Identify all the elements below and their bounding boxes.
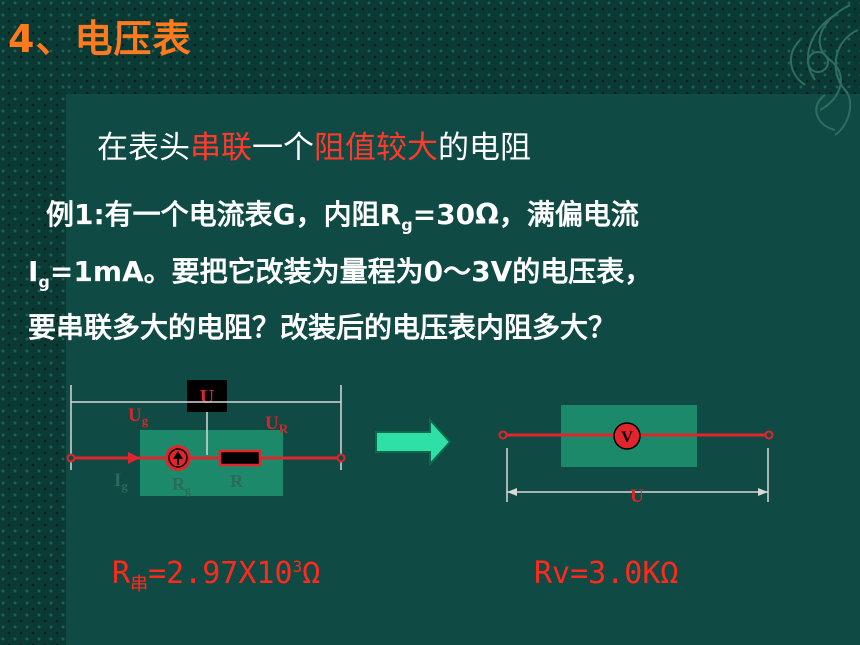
r-label: R [230, 471, 244, 491]
original-circuit: U Ug UR Ig Rg R [66, 380, 346, 497]
circuit-diagram: U Ug UR Ig Rg R V U [66, 380, 774, 507]
subtitle-part: 的电阻 [438, 130, 531, 166]
example-line-3: 要串联多大的电阻？改装后的电压表内阻多大？ [28, 311, 617, 345]
example-subscript: g [401, 215, 413, 235]
subtitle-part: 在表头 [97, 130, 190, 166]
left-pattern-strip [0, 0, 66, 645]
example-text: =1mA。要把它改装为量程为0～3V的电压表， [49, 254, 653, 288]
ur-label: UR [265, 413, 289, 436]
series-resistance-result: R串=2.97X103Ω [112, 556, 320, 596]
rg-label: Rg [172, 474, 191, 497]
voltmeter-icon [613, 422, 641, 450]
subtitle-highlight-series: 串联 [190, 130, 252, 166]
example-text: 例1:有一个电流表G，内阻R [46, 198, 402, 231]
result-subscript: 串 [130, 574, 149, 595]
right-terminal [336, 453, 346, 463]
resistor-r [218, 449, 262, 467]
ug-label: Ug [128, 405, 149, 428]
u-total-label: U [630, 486, 644, 507]
page-title: 4、电压表 [8, 17, 192, 61]
current-arrow-icon [128, 452, 140, 464]
example-text: =30Ω，满偏电流 [412, 198, 639, 231]
example-subscript: g [38, 272, 50, 292]
example-text: I [28, 254, 39, 288]
voltmeter-right-terminal [764, 430, 774, 440]
voltmeter-circuit: V U [498, 405, 774, 507]
left-terminal [66, 453, 76, 463]
result-symbol: R [112, 556, 131, 591]
subtitle-line: 在表头串联一个阻值较大的电阻 [97, 122, 531, 167]
v-label: V [621, 429, 633, 446]
result-unit: Ω [302, 556, 321, 591]
result-exponent: 3 [292, 557, 303, 576]
u-label-box [187, 380, 227, 412]
voltmeter-resistance-result: Rv=3.0KΩ [534, 556, 679, 591]
galvanometer-needle-icon [173, 451, 183, 459]
transform-arrow-icon [375, 417, 452, 467]
example-line-1: 例1:有一个电流表G，内阻Rg=30Ω，满偏电流 [28, 192, 828, 249]
floral-ornament-icon [790, 4, 859, 136]
top-pattern-strip [66, 0, 860, 94]
example-line-2: Ig=1mA。要把它改装为量程为0～3V的电压表， [28, 249, 828, 306]
subtitle-part: 一个 [252, 130, 314, 166]
voltmeter-left-terminal [498, 430, 508, 440]
example-problem: 例1:有一个电流表G，内阻Rg=30Ω，满偏电流 Ig=1mA。要把它改装为量程… [28, 192, 828, 351]
ig-label: Ig [114, 470, 128, 493]
galvanometer-box [140, 430, 283, 496]
subtitle-highlight-resistance: 阻值较大 [314, 130, 438, 166]
u-label: U [200, 386, 214, 408]
result-value: =2.97X10 [148, 556, 293, 591]
